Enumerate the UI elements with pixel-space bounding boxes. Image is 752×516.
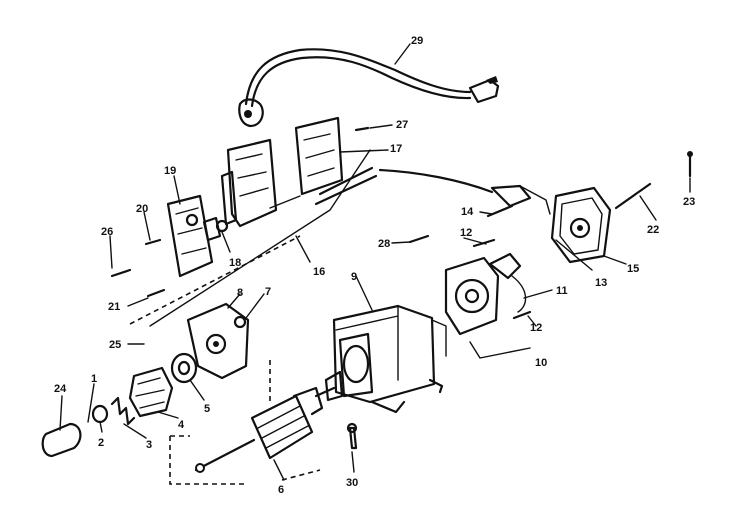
- callout-20: 20: [136, 203, 148, 215]
- callout-6: 6: [278, 484, 284, 496]
- brush-cable: [378, 168, 551, 215]
- callout-10: 10: [535, 357, 547, 369]
- screw-30: [346, 422, 358, 450]
- callout-29-top: 29: [411, 35, 423, 47]
- callout-17: 17: [390, 143, 402, 155]
- switch-cover: [166, 194, 222, 278]
- screws: [110, 126, 693, 298]
- callout-25: 25: [109, 339, 121, 351]
- callout-8: 8: [237, 287, 243, 299]
- callout-13: 13: [595, 277, 607, 289]
- callout-2: 2: [98, 437, 104, 449]
- callout-labels: 29 27 17 19 20 26 18 16 21 14 12 28 22 2…: [54, 35, 695, 496]
- callout-30: 30: [346, 477, 358, 489]
- callout-21: 21: [108, 301, 120, 313]
- spring-washer-cap: [41, 396, 136, 458]
- armature: [194, 386, 336, 473]
- callout-22: 22: [647, 224, 659, 236]
- callout-9: 9: [351, 271, 357, 283]
- callout-28: 28: [378, 238, 390, 250]
- callout-12-upper: 12: [460, 227, 472, 239]
- callout-16: 16: [313, 266, 325, 278]
- brush-plate: [444, 238, 532, 336]
- callout-4: 4: [178, 419, 185, 431]
- end-cap: [550, 186, 612, 264]
- callout-12-lower: 12: [530, 322, 542, 334]
- callout-27: 27: [396, 119, 408, 131]
- switch-assembly: [220, 116, 378, 228]
- callout-15: 15: [627, 263, 639, 275]
- callout-18: 18: [229, 257, 241, 269]
- bearing: [170, 352, 198, 384]
- motor-housing: [324, 304, 447, 414]
- callout-3: 3: [146, 439, 152, 451]
- power-cord: [238, 48, 500, 128]
- front-plate: [186, 302, 250, 380]
- leader-lines: [59, 43, 691, 481]
- callout-19: 19: [164, 165, 176, 177]
- callout-23: 23: [683, 196, 695, 208]
- callout-14: 14: [461, 206, 474, 218]
- callout-1: 1: [91, 373, 97, 385]
- callout-5: 5: [204, 403, 210, 415]
- callout-7: 7: [265, 286, 271, 298]
- callout-11: 11: [556, 285, 568, 297]
- drive-gear: [128, 366, 174, 418]
- callout-26: 26: [101, 226, 113, 238]
- callout-24: 24: [54, 383, 67, 395]
- assembly-guide-lines: [129, 235, 321, 485]
